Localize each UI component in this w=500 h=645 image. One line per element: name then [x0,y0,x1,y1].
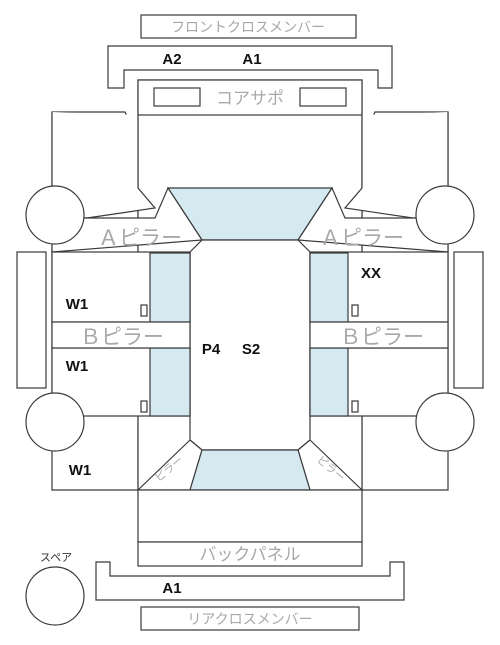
back-panel-label: バックパネル [199,545,300,565]
front-cross-code-a2: A2 [162,51,181,68]
left-rear-window[interactable] [149,347,191,417]
front-cross-code-a1: A1 [242,51,261,68]
left-front-door-code: W1 [66,296,89,313]
left-rear-quarter-code: W1 [69,462,92,479]
center-code-p: P4 [202,341,221,358]
rear-bumper-bracket[interactable] [95,561,405,601]
left-rocker-panel[interactable] [16,251,47,389]
right-rocker-panel[interactable] [453,251,484,389]
back-panel-box[interactable] [137,541,363,567]
front-cross-member-box[interactable] [140,14,357,39]
right-front-door-handle[interactable] [351,304,359,317]
right-front-window[interactable] [309,252,349,323]
rear-cross-code-a1: A1 [162,580,181,597]
left-b-pillar-band[interactable] [51,321,191,349]
left-rear-door-code: W1 [66,358,89,375]
spare-tire[interactable] [25,566,85,626]
core-support-headlight-right[interactable] [299,87,347,107]
core-support-headlight-left[interactable] [153,87,201,107]
right-a-pillar-code: XX [361,265,381,282]
front-right-wheel[interactable] [415,185,475,245]
right-rear-door-handle[interactable] [351,400,359,413]
front-bumper-bracket[interactable] [107,45,393,89]
right-a-pillar-label: Ａピラー [320,226,404,250]
left-front-window[interactable] [149,252,191,323]
left-front-door-handle[interactable] [140,304,148,317]
spare-label: スペア [40,551,72,564]
front-left-wheel[interactable] [25,185,85,245]
left-b-pillar-label: Ｂピラー [80,325,164,349]
right-a-pillar-band[interactable] [296,186,449,253]
rear-right-wheel[interactable] [415,392,475,452]
left-a-pillar-label: Ａピラー [98,226,182,250]
right-b-pillar-band[interactable] [309,321,449,349]
left-a-pillar-band[interactable] [51,186,204,253]
right-b-pillar-label: Ｂピラー [340,325,424,349]
rear-cross-member-box[interactable] [140,606,360,631]
front-cross-member-label: フロントクロスメンバー [171,20,325,36]
center-code-s: S2 [242,341,260,358]
rear-cross-member-label: リアクロスメンバー [187,612,312,628]
rear-left-wheel[interactable] [25,392,85,452]
rear-window[interactable] [189,449,311,491]
right-rear-window[interactable] [309,347,349,417]
trunk-lid[interactable] [137,489,363,543]
core-support-label: コアサポ [216,89,284,109]
left-rear-door-handle[interactable] [140,400,148,413]
